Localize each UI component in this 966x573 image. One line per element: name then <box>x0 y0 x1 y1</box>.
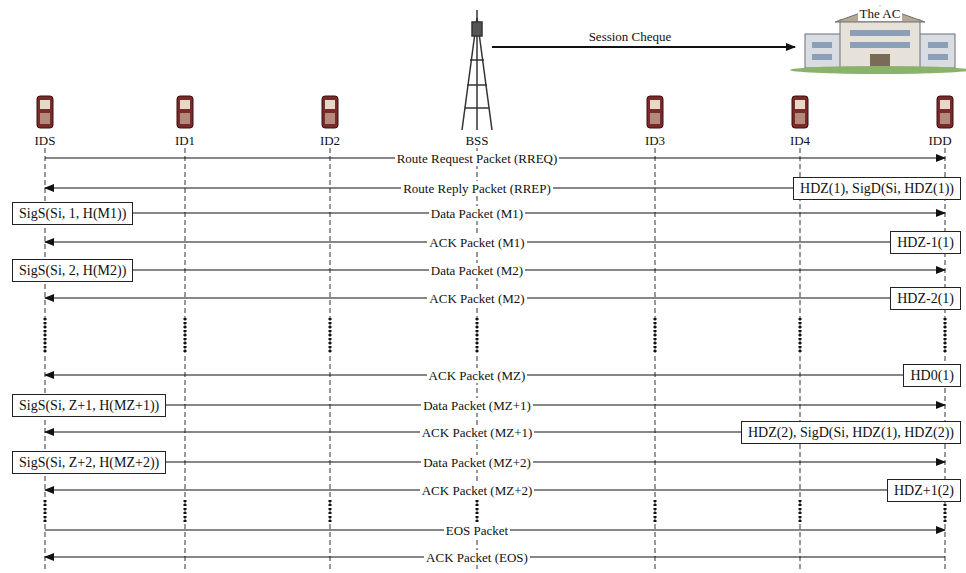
message-label: ACK Packet (M1) <box>427 235 526 250</box>
message-label: ACK Packet (M2) <box>427 291 526 306</box>
message-label: Data Packet (M2) <box>429 263 525 278</box>
box-text: HDZ-1(1) <box>897 235 954 250</box>
entity-label: ID2 <box>318 133 342 148</box>
lifelines <box>45 148 945 570</box>
entity-label: ID3 <box>643 133 667 148</box>
session-cheque-arrow <box>492 46 795 48</box>
message-label: ACK Packet (MZ+2) <box>420 483 535 498</box>
signature-box: SigS(Si, Z+2, H(MZ+2)) <box>12 451 166 474</box>
message-label: Data Packet (MZ+1) <box>421 398 533 413</box>
box-text: HDZ(1), SigD(Si, HDZ(1)) <box>800 181 954 196</box>
signature-box: SigS(Si, 2, H(M2)) <box>12 259 133 282</box>
message-label: ACK Packet (EOS) <box>424 550 530 565</box>
building-label: The AC <box>858 6 903 21</box>
box-text: HDZ+1(2) <box>894 483 954 498</box>
entity-label: IDD <box>926 133 953 148</box>
entity-label: IDS <box>33 133 58 148</box>
box-text: SigS(Si, Z+1, H(MZ+1)) <box>19 398 159 413</box>
message-label: Data Packet (MZ+2) <box>421 455 533 470</box>
message-label: ACK Packet (MZ+1) <box>420 425 535 440</box>
signature-box: HDZ(1), SigD(Si, HDZ(1)) <box>793 177 961 200</box>
box-text: HDZ-2(1) <box>897 291 954 306</box>
signature-box: SigS(Si, 1, H(M1)) <box>12 202 133 225</box>
ac-building <box>790 6 966 74</box>
signature-box: HDZ(2), SigD(Si, HDZ(1), HDZ(2)) <box>741 421 961 444</box>
signature-box: HD0(1) <box>903 364 961 387</box>
signature-box: SigS(Si, Z+1, H(MZ+1)) <box>12 394 166 417</box>
entity-label: ID4 <box>788 133 812 148</box>
signature-box: HDZ-1(1) <box>890 231 961 254</box>
entity-label: ID1 <box>173 133 197 148</box>
signature-box: HDZ-2(1) <box>890 287 961 310</box>
message-label: Route Reply Packet (RREP) <box>401 181 553 196</box>
message-label: EOS Packet <box>444 523 510 538</box>
box-text: SigS(Si, 1, H(M1)) <box>19 206 126 221</box>
message-label: Route Request Packet (RREQ) <box>395 151 560 166</box>
message-arrows <box>45 158 945 557</box>
phone-icons <box>37 96 953 128</box>
entity-label: BSS <box>463 133 490 148</box>
arrow-label: Session Cheque <box>587 29 674 44</box>
message-label: Data Packet (M1) <box>429 206 525 221</box>
box-text: SigS(Si, Z+2, H(MZ+2)) <box>19 455 159 470</box>
message-label: ACK Packet (MZ) <box>427 368 528 383</box>
box-text: HD0(1) <box>910 368 954 383</box>
box-text: HDZ(2), SigD(Si, HDZ(1), HDZ(2)) <box>748 425 954 440</box>
base-station-tower <box>462 10 492 130</box>
box-text: SigS(Si, 2, H(M2)) <box>19 263 126 278</box>
signature-box: HDZ+1(2) <box>887 479 961 502</box>
